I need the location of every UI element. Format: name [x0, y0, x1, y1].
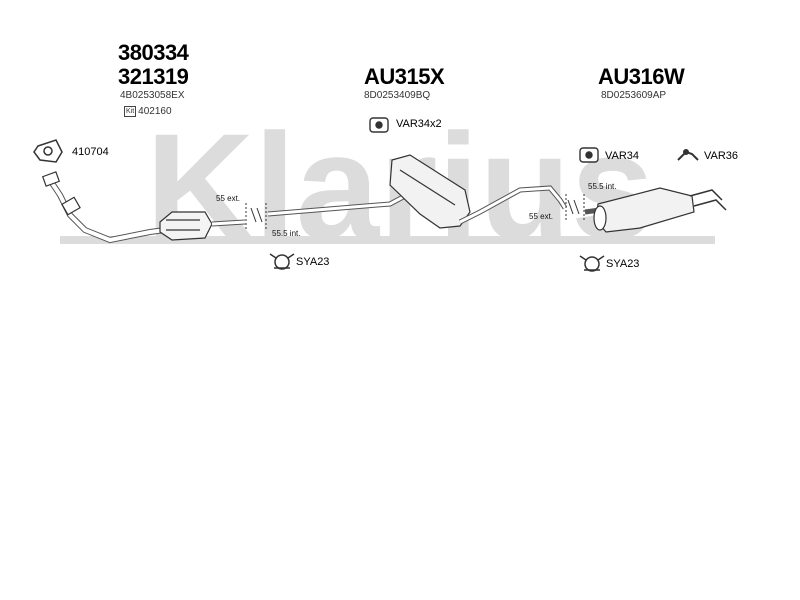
- part-number-321319: 321319: [118, 64, 189, 89]
- kit-badge: Kit: [124, 106, 137, 117]
- hanger-label-right: VAR34: [605, 150, 640, 162]
- joint-right-int-label: 55.5 int.: [588, 182, 617, 191]
- kit-number: 402160: [138, 106, 172, 118]
- hanger-icon-right: [579, 147, 599, 163]
- joint-left-ext-label: 55 ext.: [216, 194, 241, 203]
- clamp-icon-right: [579, 255, 605, 272]
- hanger-icon-middle: [369, 117, 389, 133]
- gasket-icon: [33, 139, 63, 163]
- oem-number-right: 8D0253609AP: [601, 90, 667, 101]
- joint-break-right: [565, 194, 585, 222]
- joint-right-ext-label: 55 ext.: [529, 212, 554, 221]
- hanger-label-middle: VAR34x2: [396, 118, 442, 130]
- clamp-label-left: SYA23: [296, 256, 330, 268]
- oem-number-middle: 8D0253409BQ: [364, 90, 431, 101]
- joint-left-int-label: 55.5 int.: [272, 229, 301, 238]
- middle-silencer: [267, 154, 568, 229]
- part-number-au315x: AU315X: [364, 64, 445, 89]
- bracket-label: VAR36: [704, 150, 739, 162]
- part-number-au316w: AU316W: [598, 64, 685, 89]
- gasket-label: 410704: [72, 146, 109, 158]
- front-pipe-catalyst: [41, 171, 246, 244]
- oem-number-left: 4B0253058EX: [120, 90, 185, 101]
- rear-silencer: [584, 187, 727, 233]
- bracket-icon: [677, 149, 699, 161]
- clamp-label-right: SYA23: [606, 258, 640, 270]
- joint-break-left: [245, 203, 267, 230]
- watermark-underline: [60, 236, 715, 244]
- clamp-icon-left: [269, 253, 295, 270]
- part-number-380334: 380334: [118, 40, 189, 65]
